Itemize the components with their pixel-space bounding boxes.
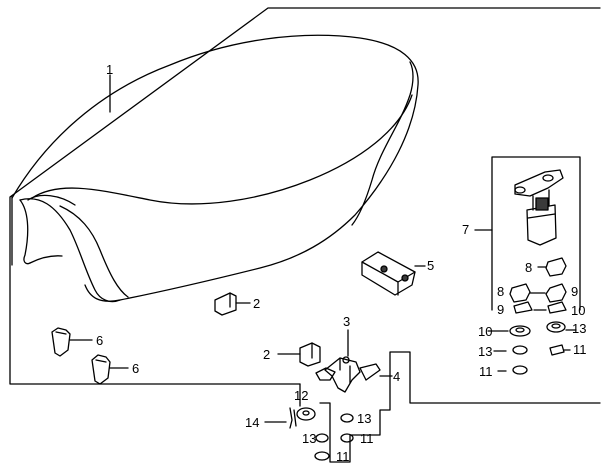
callout-14: 14 [245,415,260,430]
callout-7: 7 [462,222,470,237]
callout-6: 6 [132,361,140,376]
callout-5: 5 [427,258,435,273]
hinge-bracket-3 [315,356,361,393]
rubber-cap-2 [214,292,237,316]
callout-3: 3 [343,314,351,329]
callout-1: 1 [106,62,114,77]
callout-4: 4 [393,369,401,384]
damper-stack-parts [509,257,567,375]
callout-11: 11 [336,449,350,464]
seat-part-1 [11,34,419,303]
callout-13: 13 [478,344,493,359]
callout-12: 12 [294,388,309,403]
callout-11: 11 [479,364,493,379]
callout-10: 10 [478,324,493,339]
washer-stack-12 [289,407,316,429]
callout-8: 8 [497,284,505,299]
callout-11: 11 [573,342,587,357]
grommet-6-upper [51,327,71,357]
callout-13: 13 [572,321,587,336]
sub-assembly-outline [299,351,601,463]
rubber-cap-2-lower [299,342,321,367]
callout-9: 9 [571,284,579,299]
callout-8: 8 [525,260,533,275]
callout-13: 13 [357,411,372,426]
grommet-6-lower [91,354,111,385]
callout-10: 10 [571,303,586,318]
assembly-outline [9,7,601,385]
callout-2: 2 [253,296,261,311]
damper-body [514,169,564,246]
callout-2: 2 [263,347,271,362]
bracket-part-5 [361,251,416,296]
nuts-lower-left [314,413,354,461]
bolt-part-4 [359,363,381,381]
callout-6: 6 [96,333,104,348]
callout-9: 9 [497,302,505,317]
callout-13: 13 [302,431,317,446]
callout-11: 11 [360,431,374,446]
